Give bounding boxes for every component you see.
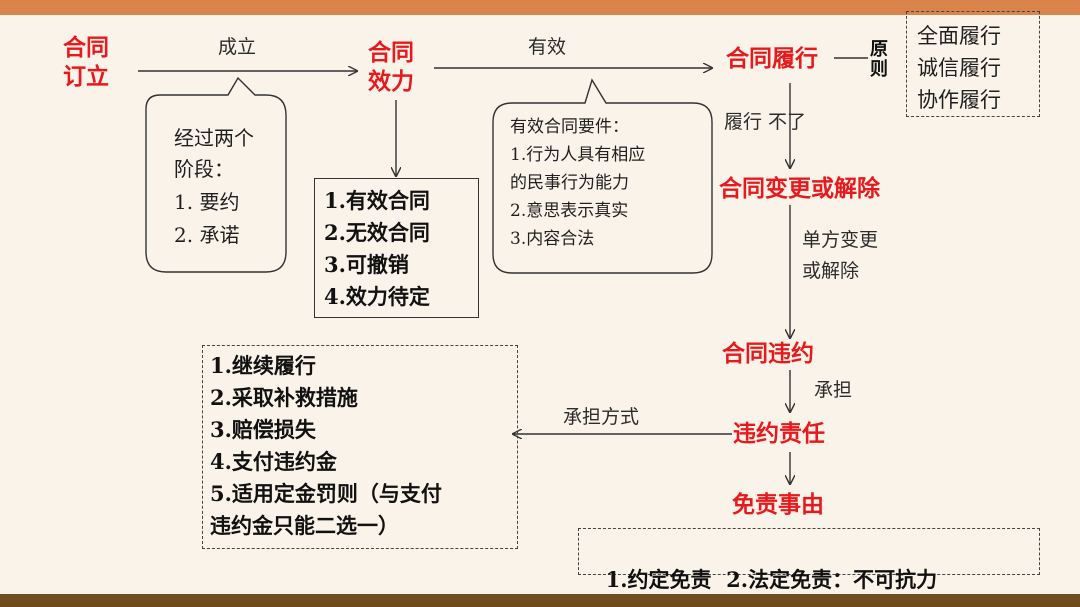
node-contract-validity: 合同效力 bbox=[368, 39, 414, 95]
edge-label-unilateral: 单方变更或解除 bbox=[802, 229, 879, 282]
remedy-item: 3.赔偿损失 bbox=[210, 417, 316, 442]
node-contract-performance: 合同履行 bbox=[726, 45, 818, 72]
node-breach-liability: 违约责任 bbox=[733, 420, 825, 447]
node-contract-formation: 合同订立 bbox=[63, 34, 109, 90]
principle-box: 全面履行 诚信履行 协作履行 bbox=[906, 11, 1040, 117]
callout-stages-text: 经过两个 阶段： 1. 要约 2. 承诺 bbox=[174, 126, 254, 247]
validity-types-box: 1.有效合同 2.无效合同 3.可撤销 4.效力待定 bbox=[314, 178, 479, 318]
remedy-item: 2.采取补救措施 bbox=[210, 385, 358, 410]
principle-item: 诚信履行 bbox=[917, 56, 1001, 80]
principle-label: 原则 bbox=[870, 39, 888, 80]
remedies-box: 1.继续履行 2.采取补救措施 3.赔偿损失 4.支付违约金 5.适用定金罚则（… bbox=[202, 345, 518, 549]
node-contract-change-or-termination: 合同变更或解除 bbox=[719, 175, 880, 202]
edge-label-established: 成立 bbox=[218, 36, 257, 58]
exemptions-text: 1.约定免责 2.法定免责：不可抗力 bbox=[605, 567, 938, 592]
remedy-item: 4.支付违约金 bbox=[210, 449, 337, 474]
validity-type-item: 3.可撤销 bbox=[324, 252, 409, 277]
node-contract-breach: 合同违约 bbox=[722, 340, 814, 367]
remedy-item: 5.适用定金罚则（与支付 bbox=[210, 481, 442, 506]
edge-label-bear: 承担 bbox=[814, 379, 853, 401]
node-exemption-grounds: 免责事由 bbox=[732, 491, 824, 518]
edge-label-effective: 有效 bbox=[528, 36, 567, 58]
principle-item: 全面履行 bbox=[917, 24, 1001, 48]
callout-requirements-text: 有效合同要件： 1.行为人具有相应 的民事行为能力 2.意思表示真实 3.内容合… bbox=[510, 117, 646, 249]
callout-stages-bubble bbox=[145, 76, 287, 273]
callout-requirements-bubble bbox=[492, 78, 713, 274]
edge-label-cannot-perform: 履行 不了 bbox=[724, 111, 807, 133]
exemptions-box: 1.约定免责 2.法定免责：不可抗力 bbox=[578, 528, 1040, 592]
remedy-item: 1.继续履行 bbox=[210, 353, 316, 378]
principle-item: 协作履行 bbox=[917, 88, 1001, 112]
validity-type-item: 2.无效合同 bbox=[324, 220, 430, 245]
remedy-item: 违约金只能二选一） bbox=[210, 513, 399, 538]
validity-type-item: 1.有效合同 bbox=[324, 188, 430, 213]
validity-type-item: 4.效力待定 bbox=[324, 284, 430, 309]
edge-label-bear-method: 承担方式 bbox=[563, 406, 640, 428]
